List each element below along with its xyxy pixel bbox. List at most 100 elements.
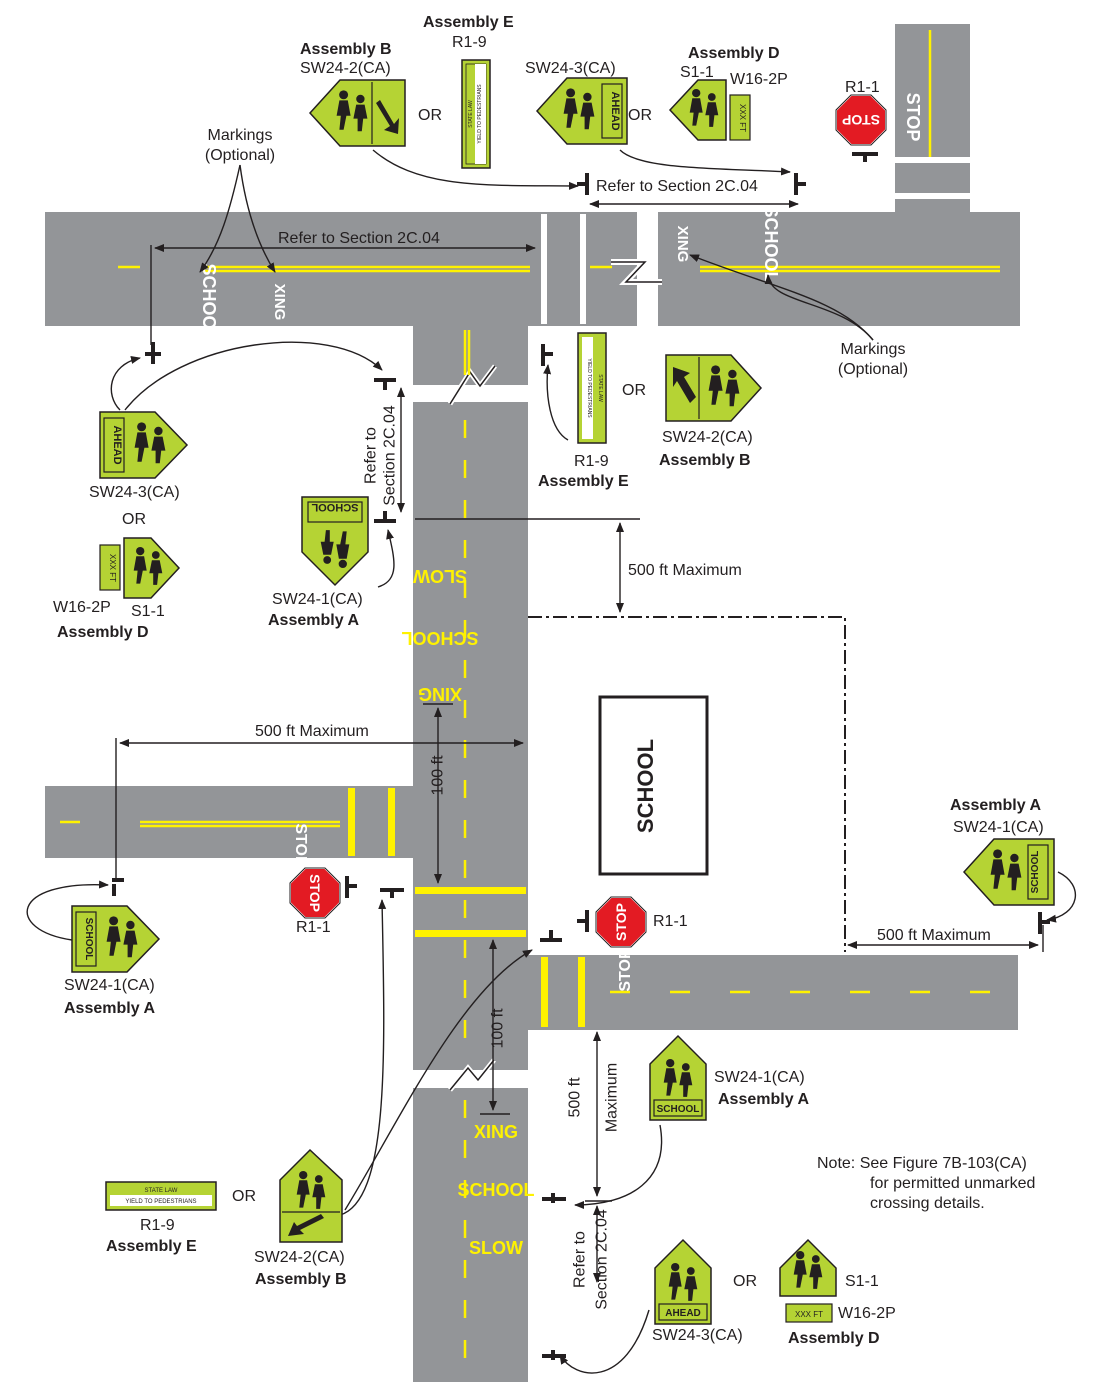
sign-r1-9-bottom: STATE LAW YIELD TO PEDESTRIANS (105, 1181, 217, 1211)
label-w16-2p-left: W16-2P (53, 599, 111, 616)
label-markings-top: Markings (207, 127, 273, 144)
school-building-label: SCHOOL (633, 739, 658, 833)
pavement-slow-upper: SLOW (413, 566, 467, 586)
school-building (598, 695, 709, 876)
pavement-school-top-east: SCHOOL (761, 205, 781, 282)
post-top-b (794, 173, 806, 195)
sign-sw24-3-top: AHEAD (535, 77, 628, 145)
pavement-xing-top: XING (271, 284, 288, 321)
pavement-school-upper: SCHOOL (401, 628, 478, 648)
sign-w16-2p-left: XXX FT (99, 544, 121, 591)
crosswalks (348, 157, 970, 1027)
sign-w16-2p-top: XXX FT (729, 94, 751, 141)
school-area: SCHOOL (528, 616, 846, 952)
pavement-markings: SCHOOL XING XING SCHOOL STOP SLOW SCHOOL… (199, 93, 923, 1258)
stop-sign-west: STOP (289, 867, 341, 919)
svg-text:XXX FT: XXX FT (738, 104, 747, 132)
post-east (540, 930, 562, 942)
svg-text:YIELD TO PEDESTRIANS: YIELD TO PEDESTRIANS (586, 358, 592, 418)
svg-text:SCHOOL: SCHOOL (311, 501, 358, 513)
label-assembly-a-bottom: Assembly A (718, 1091, 809, 1108)
label-r1-9-top: R1-9 (452, 34, 487, 51)
pavement-xing-lower: XING (474, 1122, 518, 1142)
label-sw24-2-bottom: SW24-2(CA) (254, 1249, 345, 1266)
post-r1-1-east (577, 910, 589, 932)
road-main-lower (413, 1088, 528, 1382)
label-refer-top-right: Refer to Section 2C.04 (596, 178, 758, 195)
label-optional-top: (Optional) (204, 147, 276, 164)
label-sw24-1-mid: SW24-1(CA) (272, 591, 363, 608)
stop-sign-east: STOP (595, 896, 647, 948)
label-assembly-e-top: Assembly E (423, 14, 514, 31)
label-or-bottom-left: OR (232, 1188, 256, 1205)
post-main-top (374, 378, 396, 390)
label-r1-9-right: R1-9 (574, 453, 609, 470)
label-assembly-a-left: Assembly A (64, 1000, 155, 1017)
svg-text:SCHOOL: SCHOOL (657, 1104, 700, 1115)
svg-text:YIELD TO PEDESTRIANS: YIELD TO PEDESTRIANS (477, 84, 483, 144)
sign-posts (112, 152, 1050, 1360)
svg-text:XXX FT: XXX FT (795, 1310, 823, 1319)
sign-sw24-1-mid: SCHOOL (301, 496, 369, 587)
label-r1-1-west: R1-1 (296, 919, 331, 936)
svg-text:AHEAD: AHEAD (609, 91, 621, 130)
road-top-west (45, 212, 637, 326)
label-markings-right: Markings (840, 341, 906, 358)
label-assembly-a-mid: Assembly A (268, 612, 359, 629)
label-w16-2p-bottom: W16-2P (838, 1305, 896, 1322)
sign-sw24-3-left: AHEAD (99, 411, 189, 479)
label-section-bottom: Section 2C.04 (593, 1209, 611, 1310)
sign-r1-9-top: STATE LAW YIELD TO PEDESTRIANS (461, 59, 491, 169)
svg-text:YIELD TO PEDESTRIANS: YIELD TO PEDESTRIANS (125, 1199, 196, 1205)
svg-text:SCHOOL: SCHOOL (1030, 851, 1041, 894)
sign-s1-1-top (668, 79, 727, 141)
label-assembly-e-bottom: Assembly E (106, 1238, 197, 1255)
label-refer-top-left: Refer to Section 2C.04 (278, 230, 440, 247)
label-assembly-b-right: Assembly B (659, 452, 751, 469)
label-or-top-1: OR (418, 107, 442, 124)
label-assembly-a-right: Assembly A (950, 797, 1041, 814)
label-100-ft-upper: 100 ft (429, 755, 447, 796)
label-sw24-3-bottom: SW24-3(CA) (652, 1327, 743, 1344)
svg-text:STOP: STOP (613, 903, 629, 941)
svg-text:SCHOOL: SCHOOL (83, 918, 94, 961)
post-west-top (145, 342, 161, 364)
label-assembly-d-bottom: Assembly D (788, 1330, 880, 1347)
sign-s1-1-left (123, 537, 181, 599)
label-sw24-1-bottom: SW24-1(CA) (714, 1069, 805, 1086)
label-r1-1-east: R1-1 (653, 913, 688, 930)
label-r1-1-top: R1-1 (845, 79, 880, 96)
svg-text:STOP: STOP (842, 112, 880, 128)
sign-sw24-2-right (665, 354, 763, 422)
svg-text:XXX FT: XXX FT (108, 554, 117, 582)
label-section-mid: Section 2C.04 (381, 405, 399, 506)
sign-sw24-1-right: SCHOOL (962, 838, 1055, 906)
dimension-lines (115, 200, 1044, 1283)
note-line-1: Note: See Figure 7B-103(CA) (817, 1155, 1027, 1172)
label-assembly-d-top: Assembly D (688, 45, 780, 62)
label-sw24-1-left: SW24-1(CA) (64, 977, 155, 994)
label-assembly-b-top: Assembly B (300, 41, 392, 58)
label-sw24-3-left: SW24-3(CA) (89, 484, 180, 501)
post-far-east (1038, 912, 1050, 934)
label-or-left: OR (122, 511, 146, 528)
label-assembly-e-right: Assembly E (538, 473, 629, 490)
sign-sw24-1-left: SCHOOL (71, 905, 161, 973)
pavement-school-top: SCHOOL (199, 263, 219, 340)
label-s1-1-bottom: S1-1 (845, 1273, 879, 1290)
label-sw24-3-top: SW24-3(CA) (525, 60, 616, 77)
post-west-road (112, 878, 124, 896)
label-r1-9-bottom: R1-9 (140, 1217, 175, 1234)
note-line-3: crossing details. (870, 1195, 985, 1212)
note-line-2: for permitted unmarked (870, 1175, 1036, 1192)
school-boundary (528, 616, 846, 952)
svg-text:STATE LAW: STATE LAW (597, 374, 603, 402)
pavement-stop-north: STOP (903, 93, 923, 142)
pavement-stop-west: STOP (292, 823, 309, 867)
label-500-ft-lower: 500 ft (566, 1077, 584, 1118)
svg-text:STATE LAW: STATE LAW (468, 100, 474, 128)
post-near-west (380, 888, 404, 898)
post-south-a (542, 1193, 566, 1203)
post-r1-1-west (345, 876, 357, 898)
label-maximum-lower: Maximum (603, 1062, 621, 1133)
